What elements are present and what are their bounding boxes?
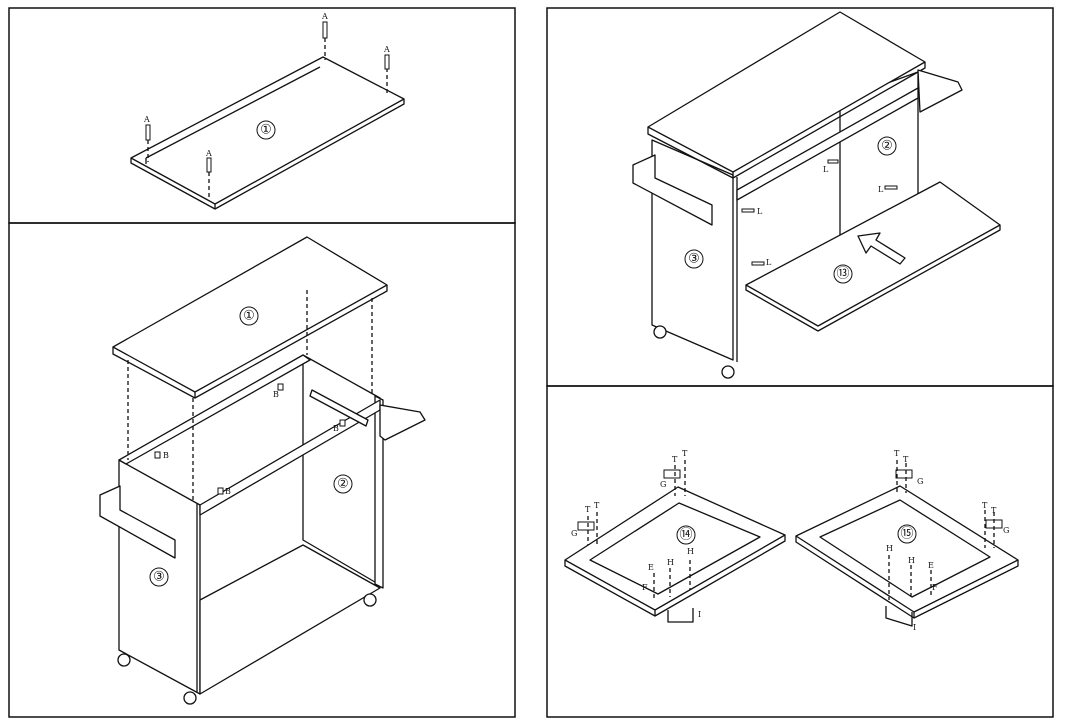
panel-step4-frame: [546, 385, 1054, 718]
hardware-label-g: G: [1003, 526, 1009, 535]
part-number-badge: [256, 120, 276, 140]
step2-hardware: [154, 383, 346, 495]
hardware-label-b: B: [163, 451, 169, 460]
hardware-label-f: F: [642, 583, 648, 592]
cam-lock-icon: [741, 208, 755, 213]
hardware-label-h: H: [667, 558, 674, 567]
hardware-label-h: H: [886, 544, 893, 553]
screw-label-a: A: [321, 12, 328, 21]
hardware-label-b: B: [273, 390, 279, 399]
hardware-label-f: F: [932, 583, 938, 592]
bracket-icon: [217, 487, 224, 495]
step3-cart: [632, 11, 1001, 379]
bracket-icon: [339, 419, 346, 427]
screw-label-a: A: [143, 115, 150, 124]
step2-drawer-slide: [309, 389, 369, 427]
bracket-icon: [154, 451, 161, 459]
hardware-label-t: T: [682, 449, 688, 458]
hardware-label-l: L: [878, 185, 884, 194]
part-number-2: ②: [337, 477, 349, 492]
part-number-badge: [333, 474, 353, 494]
caster-plate-icon: [663, 469, 681, 479]
hardware-label-t: T: [982, 501, 988, 510]
caster-plate-icon: [577, 521, 595, 531]
hardware-label-t: T: [903, 455, 909, 464]
part-number-15: ⑮: [900, 527, 913, 542]
hardware-label-t: T: [585, 505, 591, 514]
screw-icon: [206, 157, 212, 173]
hardware-label-t: T: [991, 506, 997, 515]
part-number-3: ③: [153, 570, 165, 585]
part-number-badge: [676, 525, 696, 545]
screw-icon: [384, 54, 390, 70]
hardware-label-t: T: [894, 449, 900, 458]
part-number-1: ①: [243, 309, 255, 324]
hardware-label-g: G: [660, 480, 666, 489]
cam-lock-icon: [827, 159, 839, 164]
part-number-badge: [833, 264, 853, 284]
cam-lock-icon: [884, 185, 898, 190]
hardware-label-i: I: [913, 623, 916, 632]
screw-icon: [145, 124, 151, 141]
screw-label-a: A: [383, 45, 390, 54]
hardware-label-e: E: [928, 561, 934, 570]
step1-screws: [145, 21, 390, 200]
part-number-badge: [877, 136, 897, 156]
part-number-3: ③: [688, 252, 700, 267]
hardware-label-t: T: [594, 501, 600, 510]
hardware-label-g: G: [917, 477, 923, 486]
hardware-label-b: B: [333, 424, 339, 433]
step4-frame-14-screws: [587, 460, 691, 598]
hardware-label-l: L: [766, 258, 772, 267]
hardware-label-l: L: [757, 207, 763, 216]
panel-step2-frame: [8, 222, 516, 718]
caster-plate-icon: [895, 469, 913, 479]
hardware-label-h: H: [687, 547, 694, 556]
hardware-label-e: E: [648, 563, 654, 572]
part-number-badge: [684, 249, 704, 269]
hardware-label-g: G: [571, 529, 577, 538]
bracket-icon: [277, 383, 284, 391]
part-number-2: ②: [881, 139, 893, 154]
part-number-1: ①: [260, 123, 272, 138]
step4-frame-15: [795, 469, 1019, 627]
part-number-14: ⑭: [679, 528, 692, 543]
cam-lock-icon: [751, 261, 765, 266]
step4-frame-15-screws: [888, 460, 995, 600]
hardware-label-b: B: [225, 487, 231, 496]
hardware-label-l: L: [823, 165, 829, 174]
hardware-label-h: H: [908, 556, 915, 565]
hardware-label-i: I: [698, 610, 701, 619]
hardware-label-t: T: [672, 455, 678, 464]
step4-frame-14: [564, 469, 786, 623]
screw-icon: [322, 21, 328, 39]
part-number-13: ⑬: [836, 267, 849, 282]
screw-label-a: A: [205, 149, 212, 158]
part-number-badge: [897, 524, 917, 544]
step3-hardware: [741, 159, 898, 266]
part-number-badge: [149, 567, 169, 587]
step2-alignment-lines: [127, 290, 373, 500]
part-number-badge: [239, 306, 259, 326]
step2-cabinet: [99, 354, 426, 705]
